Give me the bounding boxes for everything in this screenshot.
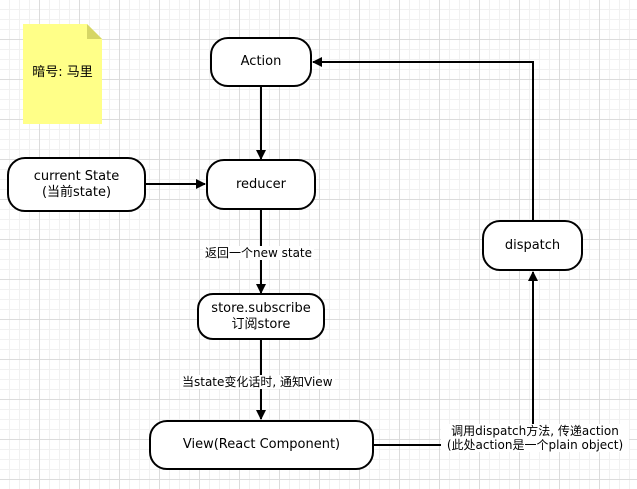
node-dispatch[interactable]: dispatch bbox=[482, 220, 583, 271]
node-view-label: View(React Component) bbox=[182, 437, 341, 452]
edge-label-notify-view: 当state变化话时, 通知View bbox=[180, 375, 335, 389]
edge-label-dispatch-action: 调用dispatch方法, 传递action (此处action是一个plain… bbox=[441, 424, 629, 452]
sticky-note-text: 暗号: 马里 bbox=[32, 65, 93, 80]
node-dispatch-label: dispatch bbox=[504, 237, 561, 253]
node-current-state-line-1: current State bbox=[33, 168, 120, 184]
node-reducer[interactable]: reducer bbox=[206, 159, 316, 210]
edge-label-dispatch-action-line-1: 调用dispatch方法, 传递action bbox=[451, 424, 619, 438]
arrow-view-to-dispatch bbox=[374, 271, 538, 446]
node-store-subscribe-line-2: 订阅store bbox=[231, 316, 291, 332]
node-current-state[interactable]: current State (当前state) bbox=[7, 157, 146, 212]
node-store-subscribe-line-1: store.subscribe bbox=[211, 300, 311, 316]
node-store-subscribe[interactable]: store.subscribe 订阅store bbox=[197, 293, 325, 340]
node-action[interactable]: Action bbox=[210, 37, 312, 87]
node-reducer-label: reducer bbox=[235, 176, 287, 192]
sticky-note bbox=[23, 24, 102, 124]
node-current-state-line-2: (当前state) bbox=[41, 184, 112, 200]
edge-label-dispatch-action-line-2: (此处action是一个plain object) bbox=[446, 438, 624, 452]
node-action-label: Action bbox=[240, 54, 282, 69]
edge-label-new-state: 返回一个new state bbox=[203, 246, 315, 260]
node-view[interactable]: View(React Component) bbox=[149, 420, 374, 470]
arrow-dispatch-to-action bbox=[312, 57, 534, 220]
